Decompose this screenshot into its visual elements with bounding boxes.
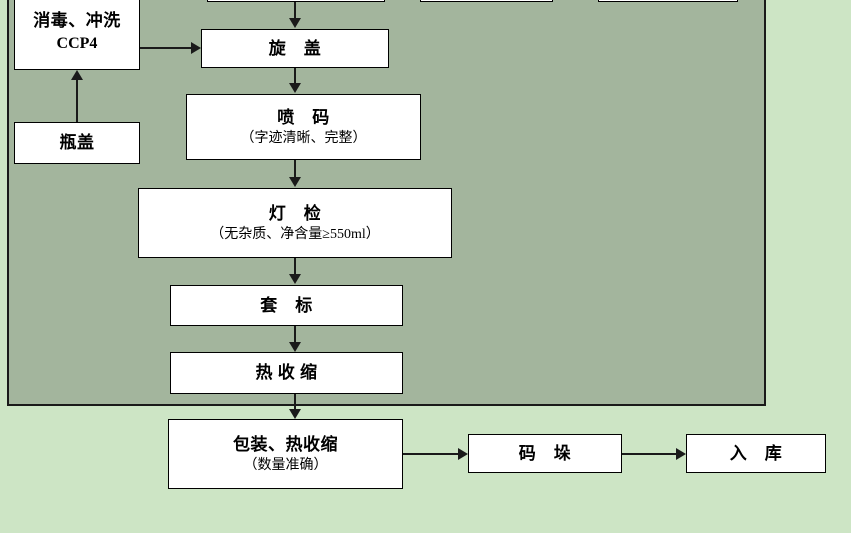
node-sterilize-rinse-sub: CCP4: [56, 34, 98, 52]
node-packing-heat-shrink-main: 包装、热收缩: [233, 434, 338, 454]
connector-lamp-to-labeling-line: [294, 258, 296, 275]
connector-capping-to-coding-line: [294, 68, 296, 84]
connector-labeling-to-heatshrink-arrow: [289, 342, 301, 352]
partial-box-2: [420, 0, 553, 2]
node-lamp-inspection-sub: （无杂质、净含量≥550ml）: [210, 226, 380, 242]
connector-partial1-to-capping-arrow: [289, 18, 301, 28]
node-packing-heat-shrink[interactable]: 包装、热收缩 （数量准确）: [168, 419, 403, 489]
node-capping[interactable]: 旋 盖: [201, 29, 389, 68]
connector-coding-to-lamp-line: [294, 160, 296, 178]
node-warehousing-main: 入 库: [729, 443, 783, 463]
connector-palletizing-to-warehousing-line: [622, 453, 677, 455]
node-sterilize-rinse[interactable]: 消毒、冲洗 CCP4: [14, 0, 140, 70]
connector-heatshrink-to-packing-arrow: [289, 409, 301, 419]
connector-packing-to-palletizing-arrow: [458, 448, 468, 460]
node-bottle-cap-main: 瓶盖: [59, 133, 95, 153]
connector-lamp-to-labeling-arrow: [289, 274, 301, 284]
partial-box-1: [207, 0, 385, 2]
connector-labeling-to-heatshrink-line: [294, 326, 296, 343]
node-capping-main: 旋 盖: [268, 38, 322, 58]
connector-bottlecap-to-sterilize-line: [76, 80, 78, 122]
connector-partial1-to-capping-line: [294, 2, 296, 20]
node-warehousing[interactable]: 入 库: [686, 434, 826, 473]
connector-palletizing-to-warehousing-arrow: [676, 448, 686, 460]
partial-box-3: [598, 0, 738, 2]
node-labeling[interactable]: 套 标: [170, 285, 403, 326]
connector-capping-to-coding-arrow: [289, 83, 301, 93]
node-packing-heat-shrink-sub: （数量准确）: [243, 457, 328, 473]
node-heat-shrink-main: 热 收 缩: [255, 363, 318, 383]
node-bottle-cap[interactable]: 瓶盖: [14, 122, 140, 164]
connector-sterilize-to-capping-arrow: [191, 42, 201, 54]
node-palletizing[interactable]: 码 垛: [468, 434, 622, 473]
connector-packing-to-palletizing-line: [403, 453, 459, 455]
node-palletizing-main: 码 垛: [518, 443, 572, 463]
connector-heatshrink-to-packing-line: [294, 394, 296, 410]
node-heat-shrink[interactable]: 热 收 缩: [170, 352, 403, 394]
node-inkjet-coding-sub: （字迹清晰、完整）: [240, 130, 367, 146]
node-sterilize-rinse-main: 消毒、冲洗: [33, 11, 121, 31]
connector-coding-to-lamp-arrow: [289, 177, 301, 187]
node-inkjet-coding-main: 喷 码: [277, 107, 330, 127]
connector-sterilize-to-capping-line: [140, 47, 192, 49]
node-lamp-inspection-main: 灯 检: [268, 203, 322, 223]
connector-bottlecap-to-sterilize-arrow: [71, 70, 83, 80]
node-labeling-main: 套 标: [260, 295, 313, 315]
node-inkjet-coding[interactable]: 喷 码 （字迹清晰、完整）: [186, 94, 421, 160]
node-lamp-inspection[interactable]: 灯 检 （无杂质、净含量≥550ml）: [138, 188, 452, 258]
